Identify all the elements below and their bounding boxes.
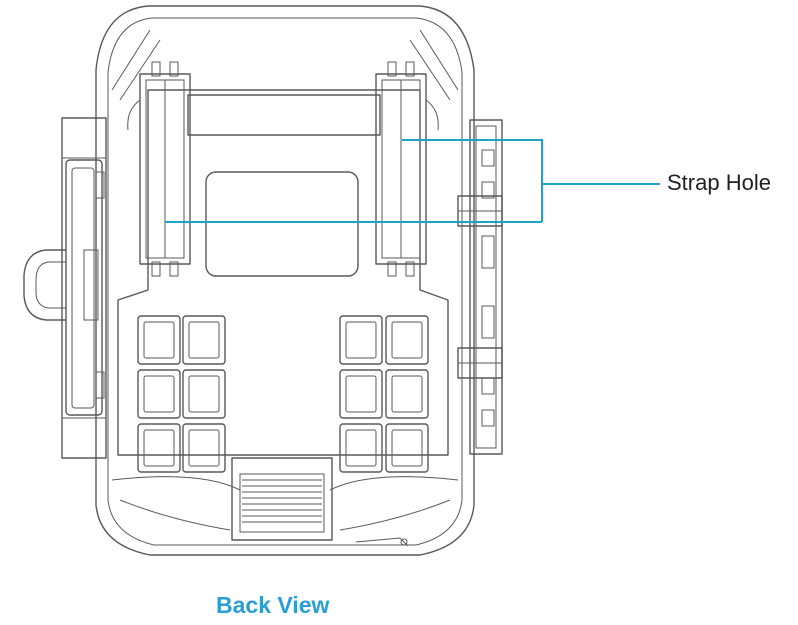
grid-cell [137, 423, 181, 473]
left-latch [23, 117, 107, 459]
grid-cell [182, 369, 226, 419]
right-hinge [457, 119, 503, 455]
grid-cell [182, 423, 226, 473]
right-strap-channel [375, 61, 439, 277]
grid-cell [339, 369, 383, 419]
bottom-vent [231, 457, 409, 547]
grid-cell [137, 315, 181, 365]
left-button-grid [137, 315, 226, 473]
grid-cell [385, 369, 429, 419]
view-caption: Back View [216, 592, 330, 618]
grid-cell [385, 423, 429, 473]
grid-cell [137, 369, 181, 419]
strap-hole-label: Strap Hole [667, 170, 771, 195]
grid-cell [339, 423, 383, 473]
grid-cell [182, 315, 226, 365]
left-strap-channel [127, 61, 191, 277]
strap-hole-callout [165, 139, 660, 223]
grid-cell [385, 315, 429, 365]
back-plate [117, 89, 449, 456]
callout-line-upper [402, 139, 543, 222]
right-button-grid [339, 315, 429, 473]
grid-cell [339, 315, 383, 365]
camera-housing [95, 5, 475, 556]
